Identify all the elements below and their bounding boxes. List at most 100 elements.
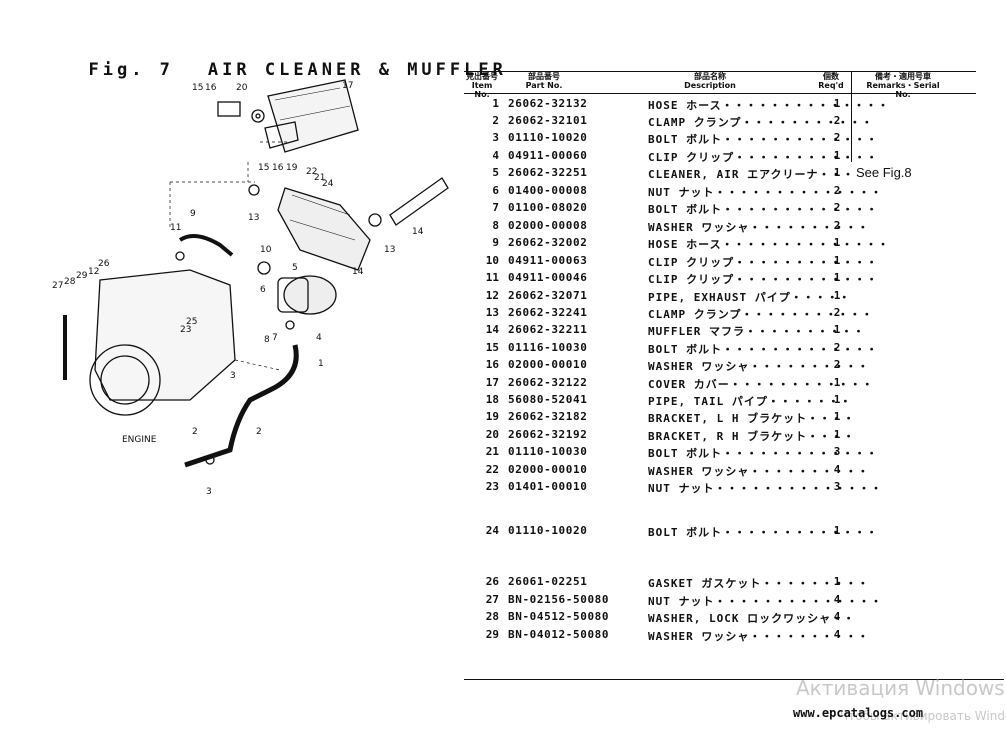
row-part-number: BN-04512-50080 [508,610,610,623]
row-description: WASHER ワッシャ・・・・・・・・・・ [648,221,870,234]
row-description: CLEANER, AIR エアクリーナ・・・ [648,168,855,181]
row-quantity: 4 [833,593,841,606]
row-part-number: 26062-32122 [508,376,588,389]
row-part-number: BN-04012-50080 [508,628,610,641]
row-part-number: 26062-32002 [508,236,588,249]
callout-27: 27 [52,281,63,291]
row-quantity: 1 [833,236,841,249]
callout-29: 29 [76,271,88,281]
callout-14: 14 [352,267,364,277]
row-item-number: 19 [485,410,499,423]
callout-28: 28 [64,277,76,287]
callout-1: 1 [318,359,324,369]
header-qty: 個数 Req'd [818,72,844,90]
callout-9: 9 [190,209,196,219]
row-item-number: 20 [485,428,499,441]
row-quantity: 1 [833,289,841,302]
row-item-number: 29 [485,628,499,641]
row-item-number: 23 [485,480,499,493]
row-quantity: 1 [833,428,841,441]
row-description: HOSE ホース・・・・・・・・・・・・・・ [648,99,890,112]
callout-25: 25 [186,317,197,327]
row-quantity: 4 [833,463,841,476]
remark-see-fig8: See Fig.8 [856,165,912,180]
row-quantity: 2 [833,184,841,197]
row-description: PIPE, TAIL パイプ・・・・・・・ [648,395,852,408]
row-part-number: 26062-32211 [508,323,588,336]
callout-17: 17 [342,81,353,91]
callout-19: 19 [286,163,298,173]
callout-26: 26 [98,259,110,269]
callout-3: 3 [230,371,236,381]
row-quantity: 4 [833,628,841,641]
row-description: WASHER, LOCK ロックワッシャ・・ [648,612,856,625]
row-description: BOLT ボルト・・・・・・・・・・・・・ [648,447,879,460]
row-part-number: 01401-00010 [508,480,588,493]
activation-watermark: Активация Windows [796,676,1005,700]
callout-7: 7 [272,333,278,343]
row-quantity: 1 [833,97,841,110]
row-item-number: 13 [485,306,499,319]
remarks-divider [851,72,852,162]
callout-2: 2 [256,427,262,437]
row-part-number: 01110-10020 [508,524,588,537]
row-description: BOLT ボルト・・・・・・・・・・・・・ [648,133,879,146]
row-description: WASHER ワッシャ・・・・・・・・・・ [648,630,870,643]
row-item-number: 2 [492,114,499,127]
row-description: WASHER ワッシャ・・・・・・・・・・ [648,465,870,478]
callout-5: 5 [292,263,298,273]
row-quantity: 1 [833,524,841,537]
row-part-number: 01116-10030 [508,341,588,354]
row-item-number: 3 [492,131,499,144]
row-description: CLIP クリップ・・・・・・・・・・・・ [648,151,879,164]
row-item-number: 7 [492,201,499,214]
row-quantity: 2 [833,131,841,144]
row-description: NUT ナット・・・・・・・・・・・・・・ [648,186,883,199]
row-quantity: 1 [833,166,841,179]
row-quantity: 1 [833,575,841,588]
row-description: BOLT ボルト・・・・・・・・・・・・・ [648,203,879,216]
row-description: CLIP クリップ・・・・・・・・・・・・ [648,273,879,286]
callout-15: 15 [192,83,203,93]
row-item-number: 16 [485,358,499,371]
row-quantity: 1 [833,410,841,423]
callout-12: 12 [88,267,99,277]
row-description: CLIP クリップ・・・・・・・・・・・・ [648,256,879,269]
figure-number: Fig. 7 [88,60,174,80]
callout-18: 14 [412,227,424,237]
row-quantity: 3 [833,480,841,493]
row-description: BOLT ボルト・・・・・・・・・・・・・ [648,343,879,356]
header-part: 部品番号 Part No. [525,72,563,90]
row-part-number: 04911-00046 [508,271,588,284]
row-description: WASHER ワッシャ・・・・・・・・・・ [648,360,870,373]
header-description: 部品名称 Description [684,72,736,90]
callout-21: 21 [314,173,325,183]
row-item-number: 17 [485,376,499,389]
callout-16b: 16 [272,163,284,173]
row-part-number: 02000-00008 [508,219,588,232]
row-quantity: 2 [833,114,841,127]
row-quantity: 2 [833,219,841,232]
row-item-number: 5 [492,166,499,179]
diagram-callouts: 17 20 15 16 15 16 19 22 21 24 13 13 14 1… [52,81,424,497]
row-part-number: 26061-02251 [508,575,588,588]
